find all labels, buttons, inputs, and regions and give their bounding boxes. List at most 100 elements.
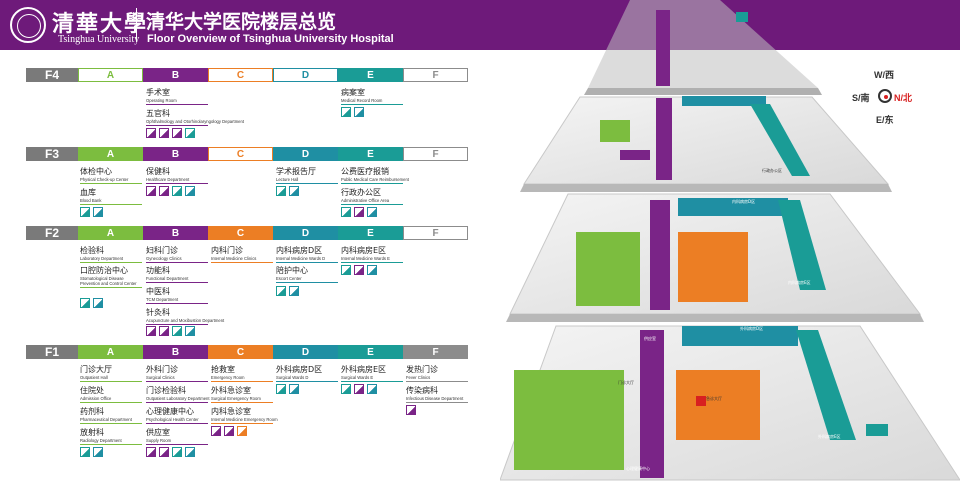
- zone-a-cell[interactable]: A: [78, 147, 143, 161]
- zone-f-cell[interactable]: F: [403, 68, 468, 82]
- zone-c-cell[interactable]: C: [208, 226, 273, 240]
- elevator-icon: [367, 265, 377, 275]
- stairs-icon: [341, 384, 351, 394]
- facility-icons-f3-d: [276, 186, 299, 196]
- elevator-icon: [185, 186, 195, 196]
- zone-d-cell[interactable]: D: [273, 226, 338, 240]
- zone-d-cell[interactable]: D: [273, 68, 338, 82]
- facility-icons-f1-a: [80, 447, 103, 457]
- map-label-f2-d: 内科病房D区: [732, 198, 755, 204]
- compass-rose-icon: [878, 89, 892, 103]
- map-floor-f2[interactable]: 内科病房D区 内科病房E区: [506, 193, 924, 322]
- elevator-icon: [289, 384, 299, 394]
- elevator-icon: [185, 447, 195, 457]
- zone-c-cell[interactable]: C: [208, 345, 273, 359]
- logo-divider: [136, 8, 137, 42]
- zone-e-cell[interactable]: E: [338, 68, 403, 82]
- stairs-icon: [80, 207, 90, 217]
- restroom-icon: [146, 186, 156, 196]
- stairs-icon: [172, 447, 182, 457]
- elevator-icon: [93, 447, 103, 457]
- map-label-f1-hall: 门诊大厅: [618, 379, 634, 385]
- elevator-icon: [367, 384, 377, 394]
- zone-b-cell[interactable]: B: [143, 345, 208, 359]
- facility-icons-f2-b: [146, 326, 195, 336]
- zone-c-cell[interactable]: C: [208, 147, 273, 161]
- elevator-icon: [93, 298, 103, 308]
- map-label-f2-e: 内科病房E区: [788, 279, 811, 285]
- restroom-icon: [172, 128, 182, 138]
- stairs-icon: [276, 384, 286, 394]
- zone-b-cell[interactable]: B: [143, 147, 208, 161]
- zone-a-cell[interactable]: A: [78, 68, 143, 82]
- restroom-icon: [159, 186, 169, 196]
- zone-c-cell[interactable]: C: [208, 68, 273, 82]
- facility-icons-f3-b: [146, 186, 195, 196]
- zone-e-cell[interactable]: E: [338, 226, 403, 240]
- zone-b-cell[interactable]: B: [143, 68, 208, 82]
- stairs-icon: [341, 207, 351, 217]
- zone-d-cell[interactable]: D: [273, 345, 338, 359]
- zone-b-cell[interactable]: B: [143, 226, 208, 240]
- zone-a-cell[interactable]: A: [78, 226, 143, 240]
- facility-icons-f1-d: [276, 384, 299, 394]
- stairs-icon: [341, 107, 351, 117]
- map-floor-f3[interactable]: 行政办公区: [520, 96, 892, 192]
- facility-icons-f2-d: [276, 286, 299, 296]
- zone-e-cell[interactable]: E: [338, 147, 403, 161]
- zone-a-cell[interactable]: A: [78, 345, 143, 359]
- zone-e-cell[interactable]: E: [338, 345, 403, 359]
- zone-f-cell[interactable]: F: [403, 345, 468, 359]
- zone-f-cell[interactable]: F: [403, 226, 468, 240]
- elevator-icon: [185, 326, 195, 336]
- restroom-icon: [354, 384, 364, 394]
- map-floor-f1[interactable]: 供应室 门诊大厅 急诊大厅 外科病房D区 外科病房E区 心理健康中心: [500, 325, 960, 481]
- header-banner: 清華大學 Tsinghua University 清华大学医院楼层总览 Floo…: [0, 0, 960, 50]
- restroom-icon: [159, 128, 169, 138]
- restroom-icon: [354, 207, 364, 217]
- restroom-icon: [354, 265, 364, 275]
- facility-icons-f4-b: [146, 128, 195, 138]
- zone-d-cell[interactable]: D: [273, 147, 338, 161]
- map-floor-f4[interactable]: [584, 0, 822, 95]
- zone-f-cell[interactable]: F: [403, 147, 468, 161]
- facility-icons-f2-a: [80, 298, 103, 308]
- compass-east: E/东: [876, 115, 894, 125]
